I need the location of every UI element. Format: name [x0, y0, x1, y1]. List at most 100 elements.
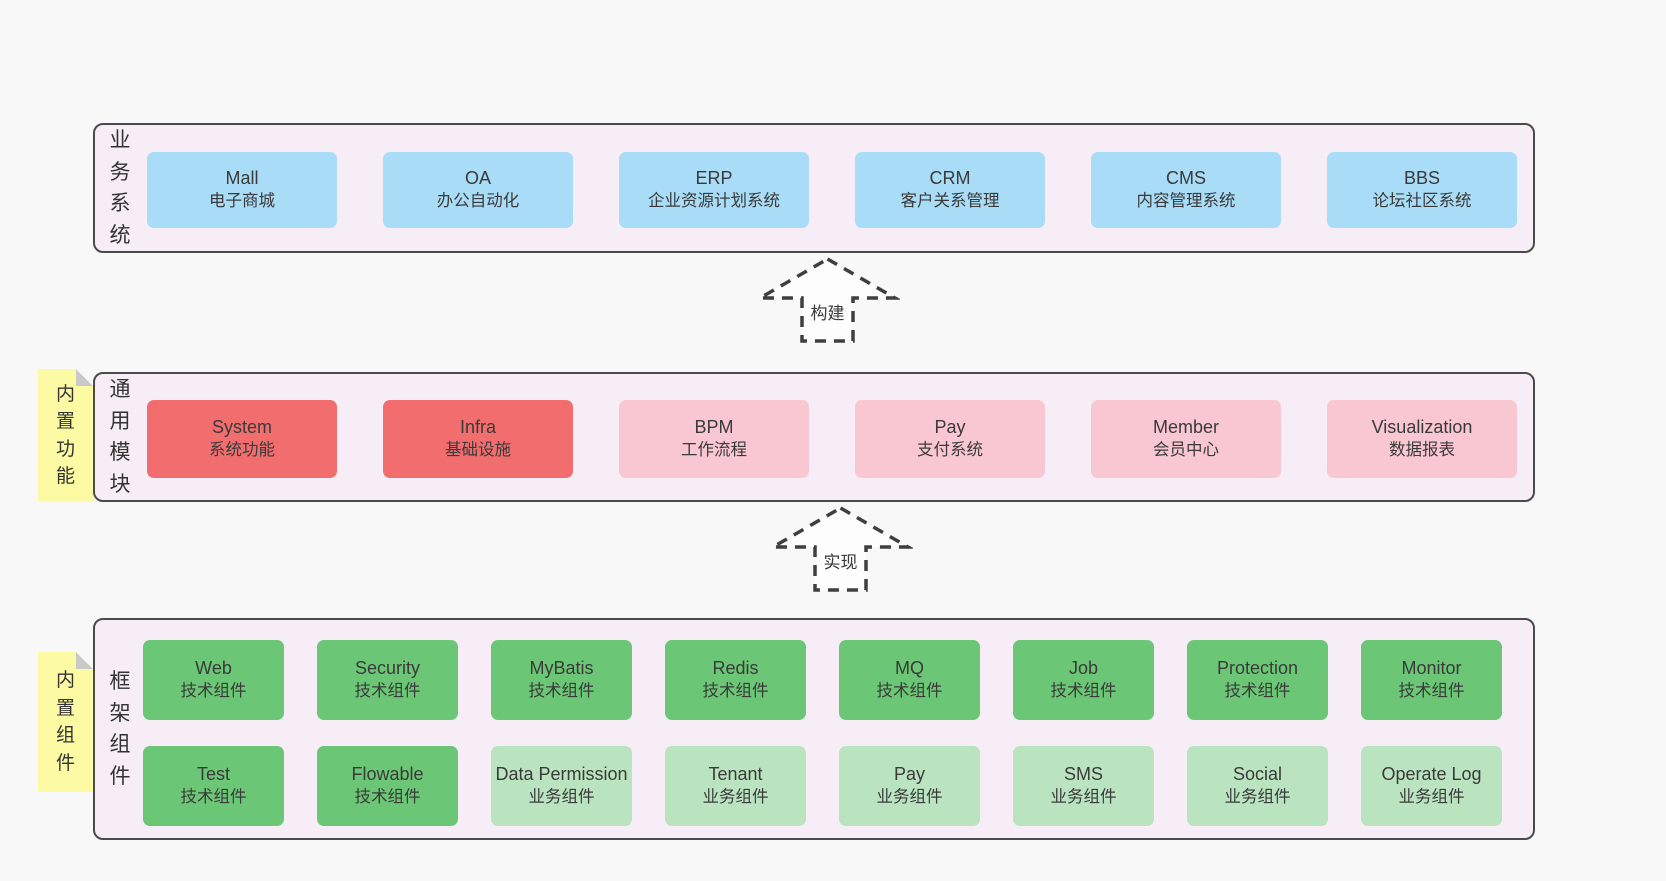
box-title: Test	[196, 764, 230, 785]
box-title: Web	[195, 658, 232, 679]
box-title: MQ	[895, 658, 924, 679]
box-title: Protection	[1216, 658, 1299, 679]
module-box-mybatis: MyBatis 技术组件	[491, 640, 632, 720]
box-title: Mall	[225, 168, 259, 189]
sticky-note-builtin-features-label: 内置功能	[55, 383, 75, 488]
box-subtitle: 技术组件	[1050, 681, 1117, 700]
layer-common-modules: 通用模块 System 系统功能 Infra 基础设施 BPM 工作流程 Pay 支付系统 Me…	[93, 372, 1535, 502]
module-box-protection: Protection 技术组件	[1187, 640, 1328, 720]
box-subtitle: 客户关系管理	[900, 191, 1000, 210]
box-title: ERP	[695, 168, 733, 189]
box-title: Pay	[893, 764, 926, 785]
box-title: Pay	[934, 417, 966, 438]
box-subtitle: 业务组件	[702, 787, 769, 806]
box-title: Flowable	[351, 764, 424, 785]
box-title: SMS	[1063, 764, 1103, 785]
box-subtitle: 技术组件	[180, 681, 247, 700]
module-box-security: Security 技术组件	[317, 640, 458, 720]
layer-common-modules-label: 通用模块	[109, 378, 131, 496]
box-subtitle: 技术组件	[702, 681, 769, 700]
box-title: Social	[1232, 764, 1283, 785]
box-subtitle: 技术组件	[180, 787, 247, 806]
box-subtitle: 电子商城	[209, 191, 275, 210]
box-subtitle: 技术组件	[876, 681, 943, 700]
box-title: CMS	[1166, 168, 1206, 189]
box-subtitle: 技术组件	[528, 681, 595, 700]
box-subtitle: 支付系统	[917, 440, 983, 459]
box-subtitle: 数据报表	[1389, 440, 1455, 459]
module-box-crm: CRM 客户关系管理	[855, 152, 1045, 228]
box-subtitle: 业务组件	[1050, 787, 1117, 806]
box-title: Redis	[712, 658, 759, 679]
module-box-tenant: Tenant 业务组件	[665, 746, 806, 826]
box-title: System	[211, 417, 272, 438]
box-subtitle: 企业资源计划系统	[648, 191, 780, 210]
layer-business-systems: 业务系统 Mall 电子商城 OA 办公自动化 ERP 企业资源计划系统 CRM 客户关系管理…	[93, 123, 1535, 253]
module-box-bbs: BBS 论坛社区系统	[1327, 152, 1517, 228]
module-box-mall: Mall 电子商城	[147, 152, 337, 228]
module-box-system: System 系统功能	[147, 400, 337, 478]
box-subtitle: 技术组件	[354, 681, 421, 700]
implement-arrow-icon: 实现	[768, 504, 913, 594]
common-modules-row: System 系统功能 Infra 基础设施 BPM 工作流程 Pay 支付系统 Member 会…	[147, 400, 1517, 478]
box-title: Infra	[459, 417, 497, 438]
box-subtitle: 技术组件	[1398, 681, 1465, 700]
module-box-sms: SMS 业务组件	[1013, 746, 1154, 826]
layer-framework-components-label: 框架组件	[109, 670, 131, 788]
box-title: Data Permission	[495, 764, 628, 785]
module-box-pay: Pay 支付系统	[855, 400, 1045, 478]
box-title: CRM	[929, 168, 971, 189]
business-systems-row: Mall 电子商城 OA 办公自动化 ERP 企业资源计划系统 CRM 客户关系管理 CMS 内容…	[147, 152, 1517, 228]
module-box-bpm: BPM 工作流程	[619, 400, 809, 478]
box-subtitle: 技术组件	[354, 787, 421, 806]
build-arrow-label: 构建	[807, 299, 848, 324]
build-arrow-icon: 构建	[755, 255, 900, 345]
box-title: Visualization	[1371, 417, 1473, 438]
module-box-cms: CMS 内容管理系统	[1091, 152, 1281, 228]
module-box-redis: Redis 技术组件	[665, 640, 806, 720]
box-title: BPM	[694, 417, 734, 438]
box-subtitle: 业务组件	[876, 787, 943, 806]
module-box-test: Test 技术组件	[143, 746, 284, 826]
module-box-infra: Infra 基础设施	[383, 400, 573, 478]
box-subtitle: 业务组件	[1398, 787, 1465, 806]
sticky-note-builtin-components-label: 内置组件	[55, 669, 75, 774]
box-title: Security	[354, 658, 421, 679]
module-box-erp: ERP 企业资源计划系统	[619, 152, 809, 228]
box-subtitle: 业务组件	[528, 787, 595, 806]
box-title: BBS	[1403, 168, 1441, 189]
box-title: Tenant	[708, 764, 763, 785]
implement-arrow-label: 实现	[820, 548, 861, 573]
module-box-job: Job 技术组件	[1013, 640, 1154, 720]
box-subtitle: 技术组件	[1224, 681, 1291, 700]
module-box-operate-log: Operate Log 业务组件	[1361, 746, 1502, 826]
box-subtitle: 内容管理系统	[1136, 191, 1236, 210]
module-box-member: Member 会员中心	[1091, 400, 1281, 478]
box-subtitle: 办公自动化	[436, 191, 520, 210]
box-title: MyBatis	[529, 658, 594, 679]
module-box-data-permission: Data Permission 业务组件	[491, 746, 632, 826]
module-box-pay: Pay 业务组件	[839, 746, 980, 826]
module-box-mq: MQ 技术组件	[839, 640, 980, 720]
box-title: OA	[464, 168, 491, 189]
module-box-visualization: Visualization 数据报表	[1327, 400, 1517, 478]
module-box-web: Web 技术组件	[143, 640, 284, 720]
box-subtitle: 论坛社区系统	[1372, 191, 1472, 210]
box-subtitle: 基础设施	[445, 440, 511, 459]
box-title: Operate Log	[1381, 764, 1482, 785]
module-box-oa: OA 办公自动化	[383, 152, 573, 228]
box-subtitle: 会员中心	[1153, 440, 1219, 459]
box-subtitle: 工作流程	[681, 440, 747, 459]
box-subtitle: 系统功能	[209, 440, 275, 459]
sticky-note-builtin-features: 内置功能	[38, 369, 93, 502]
box-title: Job	[1068, 658, 1099, 679]
sticky-note-builtin-components: 内置组件	[38, 652, 93, 792]
module-box-flowable: Flowable 技术组件	[317, 746, 458, 826]
box-title: Member	[1152, 417, 1219, 438]
layer-business-systems-label: 业务系统	[109, 129, 131, 247]
